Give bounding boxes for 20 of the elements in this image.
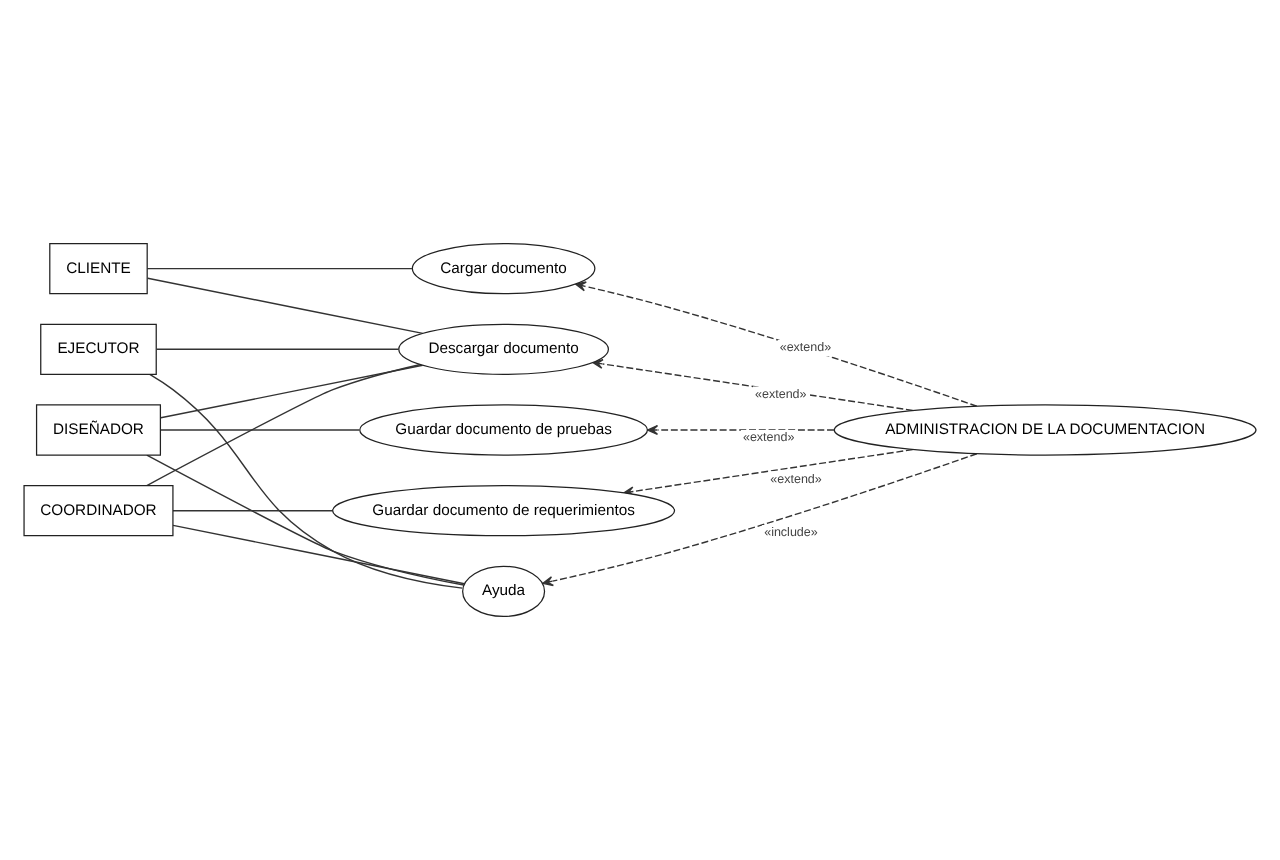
connector [172,524,466,585]
node-box: DISEÑADOR [35,404,162,456]
node-ellipse: Guardar documento de pruebas [359,404,649,456]
node-box: COORDINADOR [23,485,174,537]
connector [146,363,422,487]
connector [172,510,334,512]
node-box: CLIENTE [49,242,148,295]
connector [159,429,360,431]
node-ellipse: Ayuda [462,565,546,618]
connector [146,454,465,586]
arrow [542,453,978,587]
connector [155,348,400,350]
connector [160,364,424,419]
node-ellipse: ADMINISTRACION DE LA DOCUMENTACION [833,404,1257,456]
connector [147,277,424,335]
connector [149,373,463,589]
arrow [647,424,835,436]
node-ellipse: Descargar documento [398,323,610,375]
connector [146,267,413,270]
node-box: EJECUTOR [40,323,157,375]
